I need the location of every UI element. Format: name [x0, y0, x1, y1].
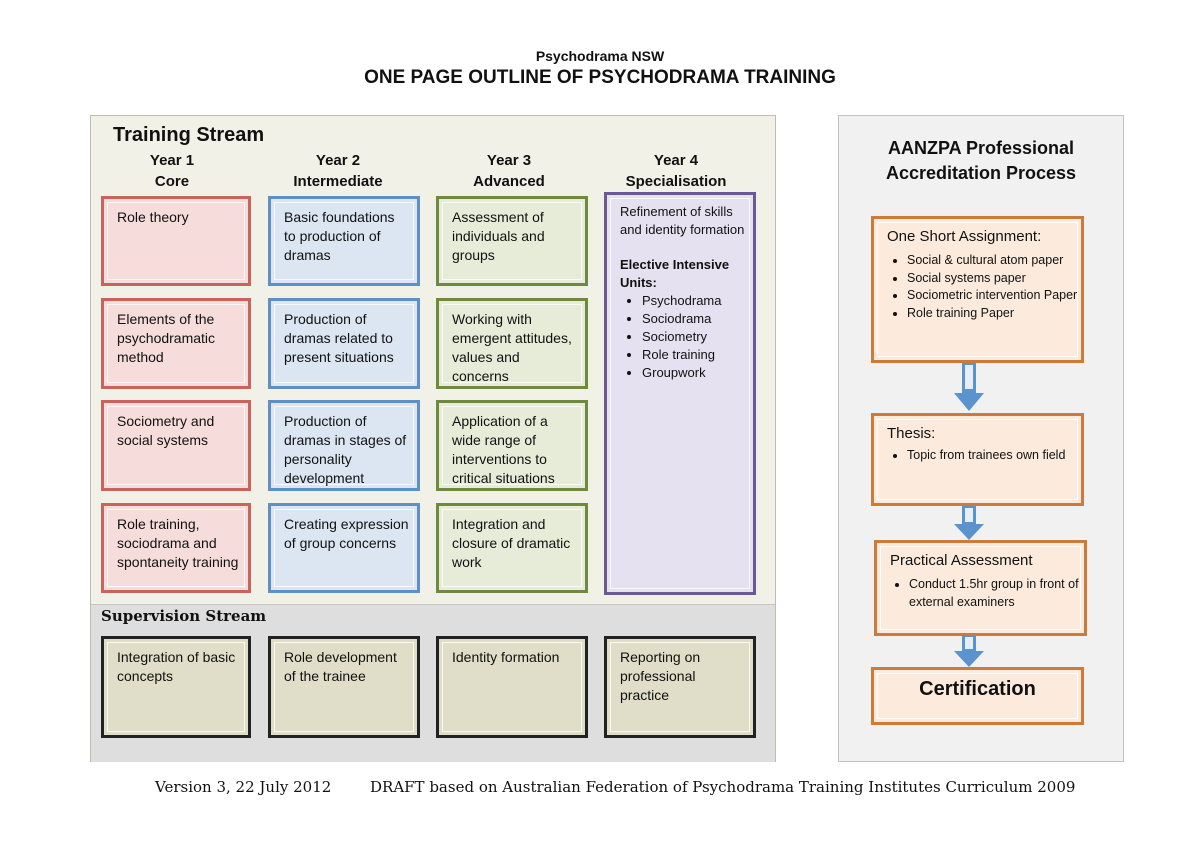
year3-unit-2: Working with emergent attitudes, values …: [436, 298, 588, 389]
supervision-item-1: Integration of basic concepts: [101, 636, 251, 738]
elective-unit: Sociodrama: [642, 310, 747, 328]
year1-unit-1: Role theory: [101, 196, 251, 286]
year1-unit-3: Sociometry and social systems: [101, 400, 251, 491]
assignment-list: Social & cultural atom paper Social syst…: [887, 252, 1085, 322]
elective-units-title: Elective Intensive Units:: [620, 257, 730, 290]
elective-unit: Sociometry: [642, 328, 747, 346]
year4-intro: Refinement of skills and identity format…: [620, 204, 745, 237]
organisation-name: Psychodrama NSW: [535, 48, 665, 64]
elective-unit: Psychodrama: [642, 292, 747, 310]
practical-assessment-item: Conduct 1.5hr group in front of external…: [909, 576, 1091, 611]
thesis-item: Topic from trainees own field: [907, 447, 1085, 465]
assignment-item: Social systems paper: [907, 270, 1085, 288]
year3-unit-1: Assessment of individuals and groups: [436, 196, 588, 286]
supervision-item-3: Identity formation: [436, 636, 588, 738]
thesis-step: Thesis: Topic from trainees own field: [871, 413, 1084, 506]
year2-unit-4: Creating expression of group concerns: [268, 503, 420, 593]
assignment-item: Sociometric intervention Paper: [907, 287, 1085, 305]
training-stream-title: Training Stream: [113, 124, 265, 146]
arrow-down-icon: [954, 506, 984, 540]
year2-unit-2: Production of dramas related to present …: [268, 298, 420, 389]
arrow-down-icon: [954, 635, 984, 667]
elective-units-list: Psychodrama Sociodrama Sociometry Role t…: [620, 292, 747, 382]
practical-assessment-step: Practical Assessment Conduct 1.5hr group…: [874, 540, 1087, 636]
year1-unit-2: Elements of the psychodramatic method: [101, 298, 251, 389]
thesis-list: Topic from trainees own field: [887, 447, 1085, 465]
practical-assessment-title: Practical Assessment: [890, 552, 1033, 569]
year1-unit-4: Role training, sociodrama and spontaneit…: [101, 503, 251, 593]
year2-unit-1: Basic foundations to production of drama…: [268, 196, 420, 286]
version-note: Version 3, 22 July 2012: [155, 778, 332, 796]
year3-unit-3: Application of a wide range of intervent…: [436, 400, 588, 491]
year4-specialisation-box: Refinement of skills and identity format…: [604, 192, 756, 595]
assignment-item: Role training Paper: [907, 305, 1085, 323]
draft-note: DRAFT based on Australian Federation of …: [370, 778, 1076, 796]
elective-unit: Groupwork: [642, 364, 747, 382]
assignment-item: Social & cultural atom paper: [907, 252, 1085, 270]
elective-unit: Role training: [642, 346, 747, 364]
practical-assessment-list: Conduct 1.5hr group in front of external…: [889, 576, 1091, 611]
year2-unit-3: Production of dramas in stages of person…: [268, 400, 420, 491]
certification-step: Certification: [871, 667, 1084, 725]
supervision-item-4: Reporting on professional practice: [604, 636, 756, 738]
supervision-stream-title: Supervision Stream: [101, 607, 267, 625]
assignment-step: One Short Assignment: Social & cultural …: [871, 216, 1084, 363]
thesis-step-title: Thesis:: [887, 425, 936, 442]
assignment-step-title: One Short Assignment:: [887, 228, 1042, 245]
supervision-item-2: Role development of the trainee: [268, 636, 420, 738]
arrow-down-icon: [954, 363, 984, 411]
year3-unit-4: Integration and closure of dramatic work: [436, 503, 588, 593]
certification-label: Certification: [919, 678, 1036, 700]
page-title: ONE PAGE OUTLINE OF PSYCHODRAMA TRAINING: [364, 67, 836, 88]
